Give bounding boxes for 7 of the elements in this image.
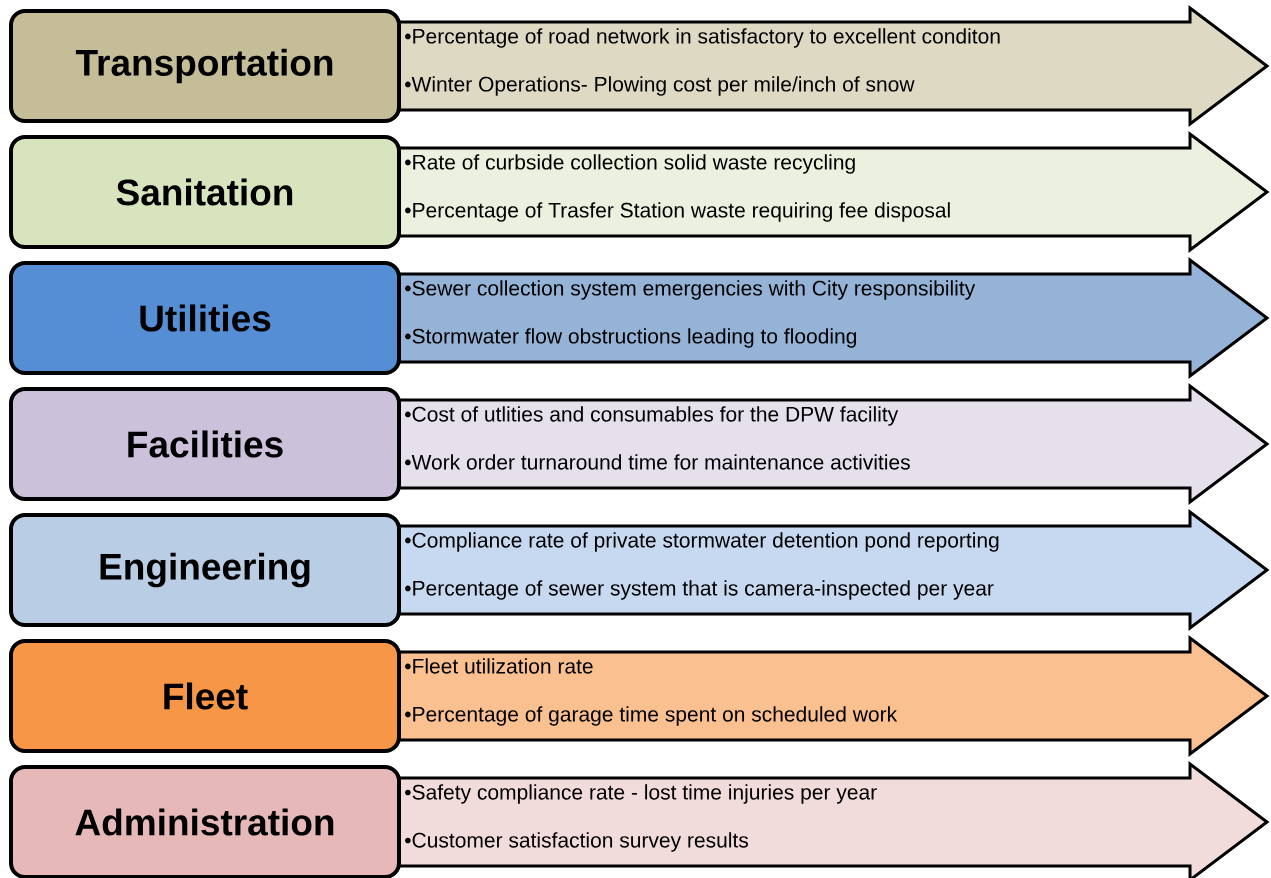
category-box: Engineering [9, 513, 401, 627]
category-box: Facilities [9, 387, 401, 501]
category-box: Sanitation [9, 135, 401, 249]
category-box: Transportation [9, 9, 401, 123]
category-box: Administration [9, 765, 401, 878]
category-box: Fleet [9, 639, 401, 753]
category-box: Utilities [9, 261, 401, 375]
